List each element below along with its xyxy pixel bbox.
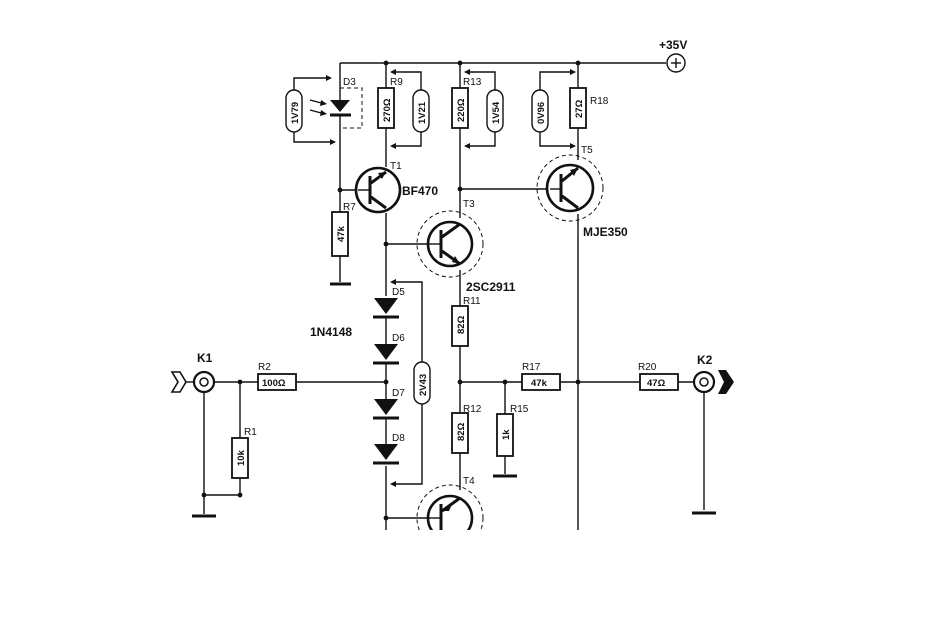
svg-text:270Ω: 270Ω [382,98,393,122]
transistor-t1 [354,166,402,214]
resistor-r12: 82Ω [451,412,469,454]
diode-d8 [373,444,399,465]
meter-1v79: 1V79 [285,77,332,143]
svg-text:27Ω: 27Ω [574,99,585,118]
svg-text:100Ω: 100Ω [262,378,286,389]
label-d3: D3 [343,77,356,88]
transistor-t4 [416,484,484,530]
wires [201,63,705,530]
meter-1v54: 1V54 [466,71,504,147]
svg-text:1V79: 1V79 [290,102,301,124]
label-1n4148: 1N4148 [310,325,352,339]
label-r2: R2 [258,362,271,373]
resistor-r18: 27Ω [569,87,587,129]
diode-d6 [373,344,399,365]
svg-text:1V54: 1V54 [491,101,502,124]
supply-rail [340,53,686,73]
connector-k2 [692,370,734,394]
ground-symbols [192,282,716,518]
label-r12: R12 [463,404,482,415]
svg-text:82Ω: 82Ω [456,315,467,334]
svg-text:47Ω: 47Ω [647,378,666,389]
transistor-t3 [416,210,484,278]
svg-text:1k: 1k [501,429,512,440]
supply-label: +35V [659,38,687,52]
label-r17: R17 [522,362,541,373]
svg-text:0V96: 0V96 [536,102,547,124]
connector-k1 [170,370,216,394]
resistor-r7: 47k [331,211,349,257]
meter-1v21: 1V21 [392,71,430,147]
svg-text:1V21: 1V21 [417,101,428,124]
resistor-r17: 47k [521,373,561,391]
svg-text:10k: 10k [236,449,247,466]
resistor-r20: 47Ω [639,373,679,391]
label-r18: R18 [590,96,609,107]
label-d7: D7 [392,388,405,399]
label-t3: T3 [463,199,475,210]
label-t1: T1 [390,161,402,172]
resistor-r13: 220Ω [451,87,469,129]
svg-text:47k: 47k [336,225,347,242]
component-labels: D3 R9 R13 R18 T1 BF470 T5 MJE350 R7 T3 2… [197,77,713,487]
transistor-t5 [536,154,604,222]
diode-d7 [373,399,399,420]
label-r11: R11 [463,296,481,307]
label-d5: D5 [392,287,405,298]
resistor-r9: 270Ω [377,87,395,129]
svg-text:220Ω: 220Ω [456,98,467,122]
label-d6: D6 [392,333,405,344]
label-2sc2911: 2SC2911 [466,280,516,294]
resistor-r15: 1k [496,413,514,457]
resistor-r2: 100Ω [257,373,297,391]
label-r13: R13 [463,77,482,88]
label-t4: T4 [463,476,475,487]
svg-text:2V43: 2V43 [418,374,429,396]
label-r1: R1 [244,427,257,438]
label-r7: R7 [343,202,356,213]
label-t5: T5 [581,145,593,156]
label-k2: K2 [697,353,713,367]
led-d3 [309,87,363,129]
label-k1: K1 [197,351,213,365]
meter-2v43: 2V43 [392,281,431,485]
label-mje350: MJE350 [583,225,628,239]
resistor-r11: 82Ω [451,305,469,347]
probe-arrows [326,69,576,487]
svg-text:47k: 47k [531,378,548,389]
label-r9: R9 [390,77,403,88]
label-r20: R20 [638,362,657,373]
diode-d5 [373,298,399,319]
label-bf470: BF470 [402,184,438,198]
label-r15: R15 [510,404,529,415]
resistor-r1: 10k [231,437,249,479]
meter-0v96: 0V96 [531,71,572,147]
svg-text:82Ω: 82Ω [456,422,467,441]
label-d8: D8 [392,433,405,444]
